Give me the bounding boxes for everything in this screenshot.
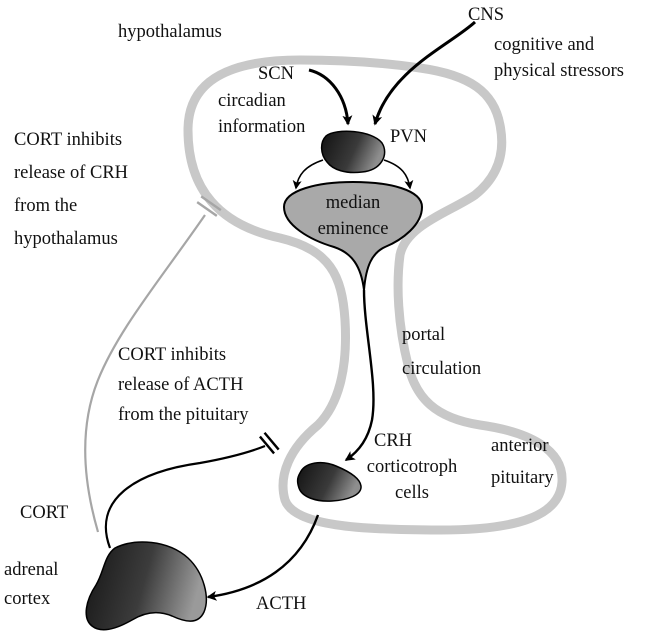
- median-eminence-shape: [282, 180, 424, 291]
- cort-inhibits-crh-label: CORT inhibits release of CRH from the hy…: [14, 124, 128, 256]
- cort-hypothalamus-feedback-line: [84, 214, 206, 533]
- cort-inhibits-crh-line-2: release of CRH: [14, 163, 129, 183]
- anterior-pituitary-label: anterior pituitary: [491, 430, 554, 494]
- pvn-left-arrow: [292, 159, 324, 190]
- hypothalamus-label: hypothalamus: [118, 22, 222, 42]
- circadian-line-2: information: [218, 117, 306, 137]
- cort-inhibits-acth-label: CORT inhibits release of ACTH from the p…: [118, 340, 249, 430]
- adrenal-cortex-label: adrenal cortex: [4, 556, 58, 614]
- cort-inhibits-crh-line-3: from the: [14, 196, 78, 216]
- circadian-label: circadian information: [218, 88, 305, 140]
- circadian-line-1: circadian: [218, 91, 286, 111]
- adrenal-cortex-line-2: cortex: [4, 589, 51, 609]
- cort-pituitary-inhibition-bar: [259, 431, 280, 455]
- portal-circulation-label: portal circulation: [402, 318, 481, 386]
- hypothalamus-pituitary-outline: [183, 55, 567, 535]
- pvn-cell: [320, 130, 386, 174]
- acth-label: ACTH: [256, 594, 307, 614]
- pvn-right-arrow: [383, 159, 414, 190]
- cort-inhibits-acth-line-1: CORT inhibits: [118, 345, 227, 365]
- stressors-line-2: physical stressors: [494, 61, 624, 81]
- stressors-line-1: cognitive and: [494, 35, 595, 55]
- cns-label: CNS: [468, 5, 504, 25]
- cort-inhibits-acth-line-2: release of ACTH: [118, 375, 244, 395]
- cort-label: CORT: [20, 503, 69, 523]
- median-eminence-line-1: median: [325, 193, 381, 213]
- corticotroph-label: corticotroph cells: [352, 454, 472, 506]
- anterior-pituitary-line-2: pituitary: [491, 468, 554, 488]
- adrenal-cortex-shape: [85, 541, 208, 631]
- anterior-pituitary-line-1: anterior: [491, 436, 549, 456]
- corticotroph-line-2: cells: [395, 483, 429, 503]
- portal-circulation-line-1: portal: [402, 325, 446, 345]
- cort-inhibits-crh-line-1: CORT inhibits: [14, 130, 123, 150]
- cort-hypothalamus-inhibition-bar: [196, 195, 222, 217]
- pvn-label: PVN: [390, 127, 428, 147]
- scn-label: SCN: [258, 64, 294, 84]
- stressors-label: cognitive and physical stressors: [494, 32, 624, 84]
- median-eminence-line-2: eminence: [317, 219, 389, 239]
- corticotroph-cell: [296, 461, 362, 502]
- cort-inhibits-acth-line-3: from the pituitary: [118, 405, 249, 425]
- median-eminence-label: median eminence: [303, 190, 403, 242]
- cort-pituitary-feedback-line: [104, 444, 266, 549]
- scn-arrow: [308, 68, 353, 126]
- cns-arrow: [372, 20, 477, 126]
- adrenal-cortex-line-1: adrenal: [4, 560, 59, 580]
- corticotroph-line-1: corticotroph: [366, 457, 458, 477]
- crh-label: CRH: [374, 431, 413, 451]
- portal-circulation-arrow: [344, 289, 375, 461]
- portal-circulation-line-2: circulation: [402, 359, 482, 379]
- acth-arrow: [206, 514, 320, 601]
- cort-inhibits-crh-line-4: hypothalamus: [14, 229, 118, 249]
